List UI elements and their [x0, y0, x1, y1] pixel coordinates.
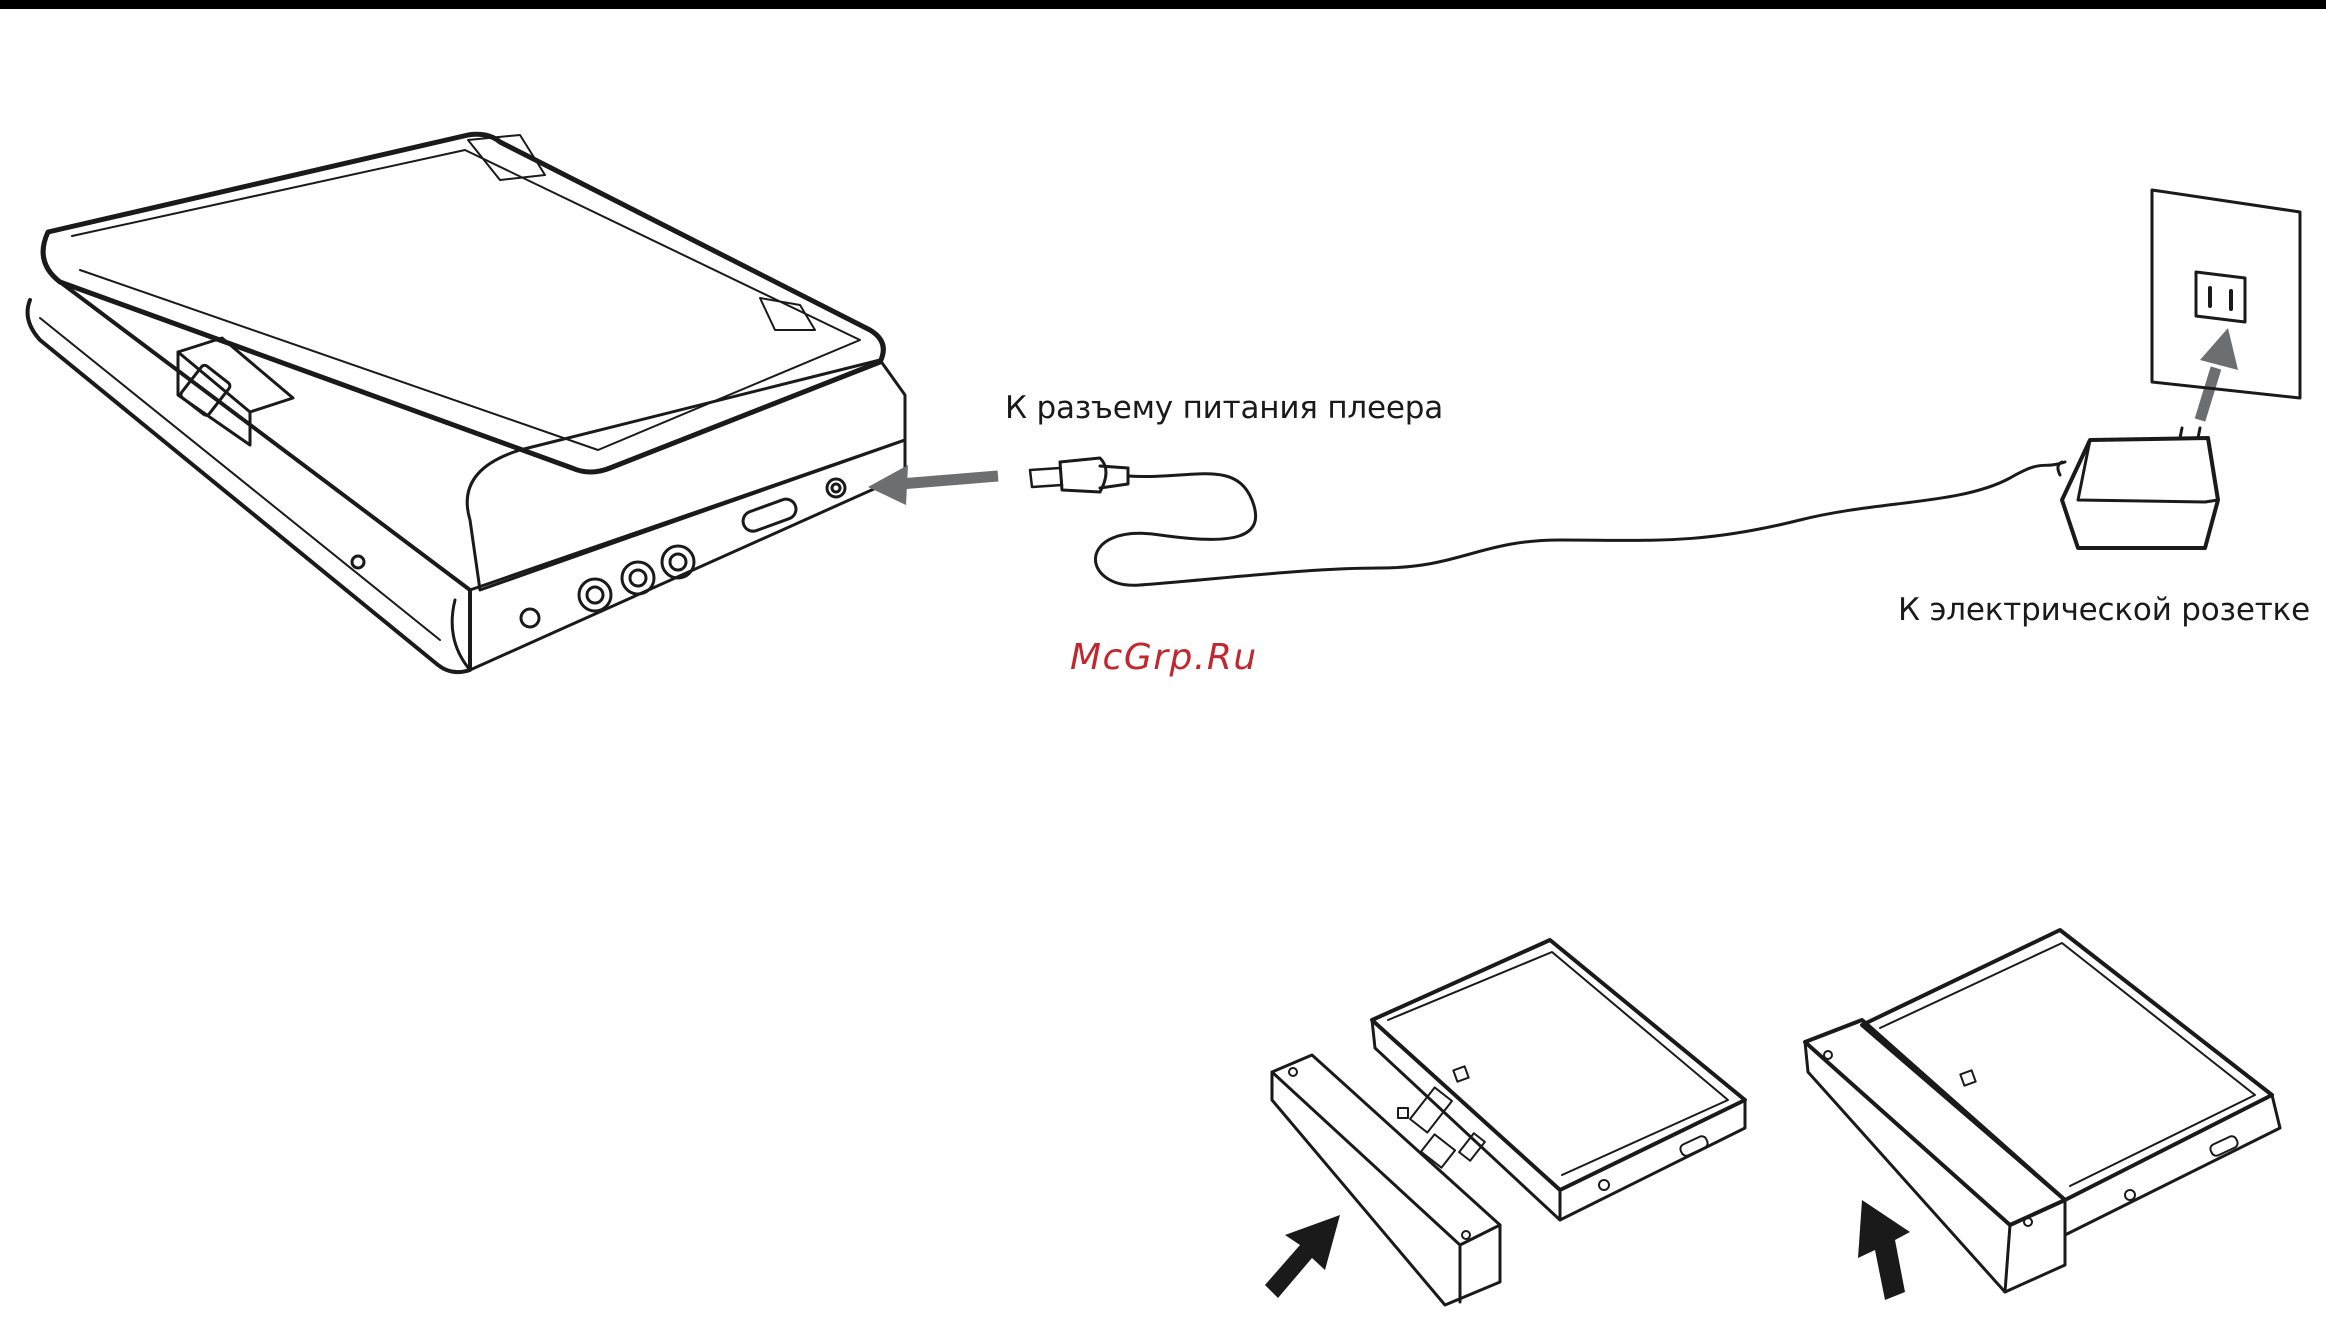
label-power-jack: К разъему питания плеера — [1005, 390, 1443, 426]
arrow-icon — [1265, 1215, 1340, 1298]
watermark[interactable]: McGrp.Ru — [1070, 637, 1258, 678]
arrow-icon — [1858, 1200, 1910, 1300]
power-cable — [1095, 462, 2065, 585]
portable-dvd-player-icon — [1862, 930, 2280, 1235]
label-wall-outlet: К электрической розетке — [1898, 592, 2310, 628]
portable-dvd-player-icon — [1372, 940, 1745, 1220]
battery-pack-icon — [1272, 1055, 1500, 1305]
arrow-icon — [2200, 328, 2238, 420]
arrow-icon — [868, 465, 998, 505]
battery-pack-icon — [1805, 1020, 2065, 1292]
ac-adapter-icon — [2058, 428, 2218, 548]
portable-dvd-player-icon — [28, 134, 905, 672]
dc-plug-icon — [1030, 458, 1128, 492]
